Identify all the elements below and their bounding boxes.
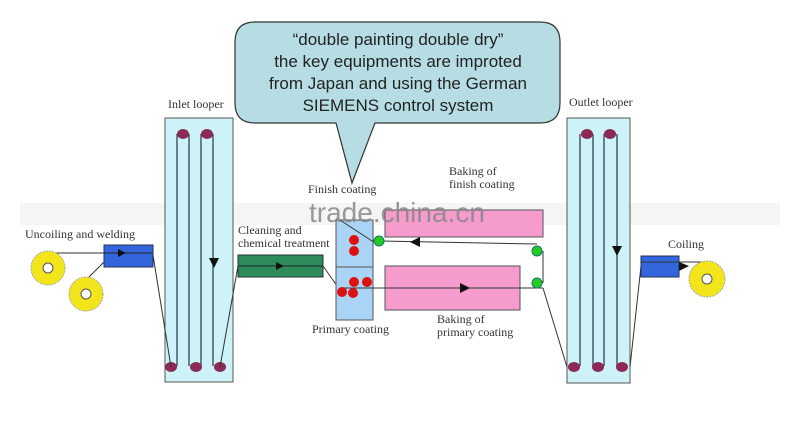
callout-line-1: “double painting double dry” bbox=[293, 30, 504, 49]
cleaning-label-2: chemical treatment bbox=[238, 236, 330, 250]
cleaning-label-1: Cleaning and bbox=[238, 223, 302, 237]
baking-primary-label-2: primary coating bbox=[437, 325, 513, 339]
primary-coating-label: Primary coating bbox=[312, 322, 389, 336]
uncoiler bbox=[30, 244, 172, 368]
finish-coating-label: Finish coating bbox=[308, 182, 376, 196]
baking-primary-label-1: Baking of bbox=[437, 312, 485, 326]
callout-line-4: SIEMENS control system bbox=[303, 96, 494, 115]
coiling-label: Coiling bbox=[668, 237, 704, 251]
inlet-looper-label: Inlet looper bbox=[168, 97, 224, 111]
recoiler bbox=[629, 255, 726, 368]
coating-unit bbox=[335, 209, 568, 368]
inlet-looper bbox=[164, 117, 234, 383]
watermark: trade.china.cn bbox=[309, 197, 485, 228]
baking-finish-label-2: finish coating bbox=[449, 177, 515, 191]
callout-bubble: “double painting double dry” the key equ… bbox=[234, 21, 561, 185]
uncoiling-label: Uncoiling and welding bbox=[25, 227, 135, 241]
cleaning-unit bbox=[219, 254, 341, 368]
callout-line-3: from Japan and using the German bbox=[269, 74, 527, 93]
callout-line-2: the key equipments are improted bbox=[274, 52, 522, 71]
outlet-looper bbox=[566, 117, 631, 384]
down-arrow-icon bbox=[209, 258, 219, 268]
outlet-looper-label: Outlet looper bbox=[569, 95, 633, 109]
baking-finish-label-1: Baking of bbox=[449, 164, 497, 178]
